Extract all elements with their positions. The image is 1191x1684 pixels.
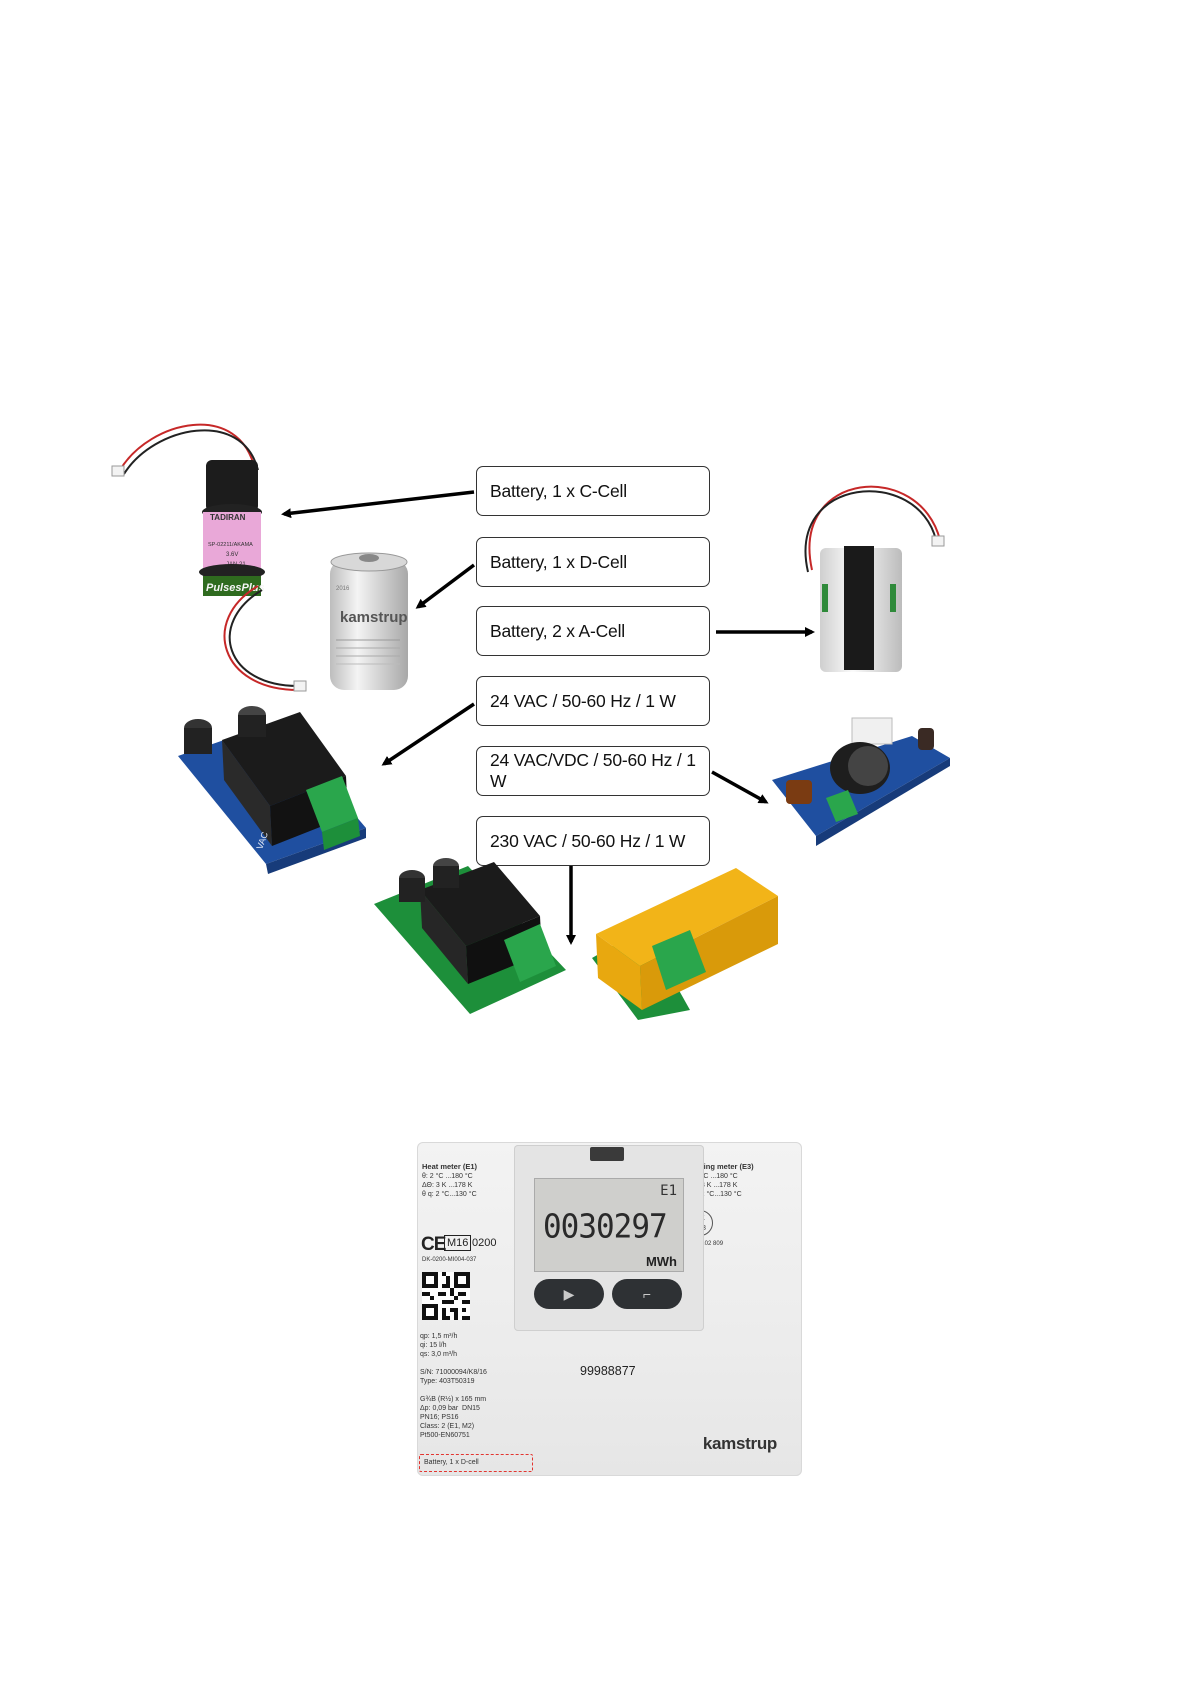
label-24vac-vdc: 24 VAC/VDC / 50-60 Hz / 1 W (476, 746, 710, 796)
label-battery-c-cell: Battery, 1 x C-Cell (476, 466, 710, 516)
230vac-board-photo (374, 858, 566, 1014)
heat-meter-photo: Heat meter (E1) θ: 2 °C ...180 °C ΔΘ: 3 … (417, 1142, 802, 1476)
arrow-d-cell (415, 563, 476, 609)
c-cell-type-text: SP-02211/AKAMA (208, 542, 253, 548)
flow-line-2: qi: 15 l/h (420, 1342, 447, 1349)
24vac-vdc-board-photo (772, 717, 950, 846)
kamstrup-logo: kamstrup (702, 1434, 777, 1453)
heat-line-2: ΔΘ: 3 K ...178 K (422, 1182, 473, 1189)
arrow-c-cell (281, 490, 475, 519)
spec-line-5: Pt500-EN60751 (420, 1432, 470, 1439)
230vac-covered-board-photo (592, 868, 778, 1020)
lcd-unit: MWh (645, 1254, 677, 1269)
label-text: Battery, 2 x A-Cell (490, 620, 625, 641)
label-24vac: 24 VAC / 50-60 Hz / 1 W (476, 676, 710, 726)
spec-line-2: Δp: 0,09 bar DN15 (420, 1405, 480, 1412)
d-cell-brand-text: kamstrup (340, 609, 408, 626)
meter-right-button[interactable]: ⌐ (612, 1279, 682, 1309)
label-230vac: 230 VAC / 50-60 Hz / 1 W (476, 816, 710, 866)
meter-front-panel: E1 0030297 MWh ▶ ⌐ (514, 1145, 704, 1331)
return-icon: ⌐ (642, 1286, 652, 1302)
d-cell-year-text: 2016 (336, 586, 350, 592)
heat-meter-title: Heat meter (E1) (422, 1162, 478, 1171)
lcd-tag: E1 (660, 1183, 677, 1199)
c-cell-battery-photo: TADIRAN SP-02211/AKAMA 3.6V JAN 21 Pulse… (111, 423, 265, 596)
optical-port-icon (590, 1147, 624, 1161)
arrows (281, 490, 815, 945)
label-battery-2a-cell: Battery, 2 x A-Cell (476, 606, 710, 656)
heat-line-1: θ: 2 °C ...180 °C (422, 1173, 473, 1180)
24vac-board-photo: VAC (178, 706, 366, 874)
meter-serial-number: 99988877 (580, 1364, 636, 1378)
spec-line-1: G¾B (R½) x 165 mm (420, 1396, 487, 1403)
components-illustration: TADIRAN SP-02211/AKAMA 3.6V JAN 21 Pulse… (111, 423, 950, 1020)
label-text: 230 VAC / 50-60 Hz / 1 W (490, 830, 686, 851)
lcd-display: E1 0030297 MWh (534, 1178, 684, 1272)
spec-line-4: Class: 2 (E1, M2) (420, 1423, 475, 1430)
m-mark: M16 (444, 1235, 472, 1251)
label-battery-d-cell: Battery, 1 x D-Cell (476, 537, 710, 587)
flow-line-3: qs: 3,0 m³/h (420, 1351, 457, 1358)
label-text: Battery, 1 x C-Cell (490, 480, 627, 501)
sn-line-2: Type: 403T50319 (420, 1378, 475, 1385)
d-cell-battery-photo: kamstrup 2016 (223, 552, 408, 692)
arrow-24vac-vdc (711, 770, 769, 804)
ce-mark: CE (421, 1234, 446, 1255)
label-text: 24 VAC / 50-60 Hz / 1 W (490, 690, 676, 711)
label-text: Battery, 1 x D-Cell (490, 551, 627, 572)
a-cell-battery-photo (804, 485, 945, 672)
c-cell-voltage-text: 3.6V (226, 552, 238, 558)
meter-left-button[interactable]: ▶ (534, 1279, 604, 1309)
label-text: 24 VAC/VDC / 50-60 Hz / 1 W (490, 750, 696, 791)
c-cell-brand-text: TADIRAN (210, 513, 246, 522)
heat-line-3: θ q: 2 °C...130 °C (422, 1191, 477, 1198)
sn-line-1: S/N: 71000094/K8/16 (420, 1369, 487, 1376)
battery-type-marking: Battery, 1 x D-cell (419, 1454, 533, 1472)
play-icon: ▶ (563, 1285, 575, 1302)
cert-number: DK-0200-MI004-037 (422, 1257, 477, 1263)
flow-line-1: qp: 1,5 m³/h (420, 1333, 458, 1340)
lcd-value: 0030297 (543, 1208, 668, 1246)
arrow-24vac (381, 702, 475, 766)
qr-code-icon (422, 1272, 470, 1320)
notified-body-number: 0200 (472, 1237, 497, 1249)
spec-line-3: PN16; PS16 (420, 1414, 459, 1421)
